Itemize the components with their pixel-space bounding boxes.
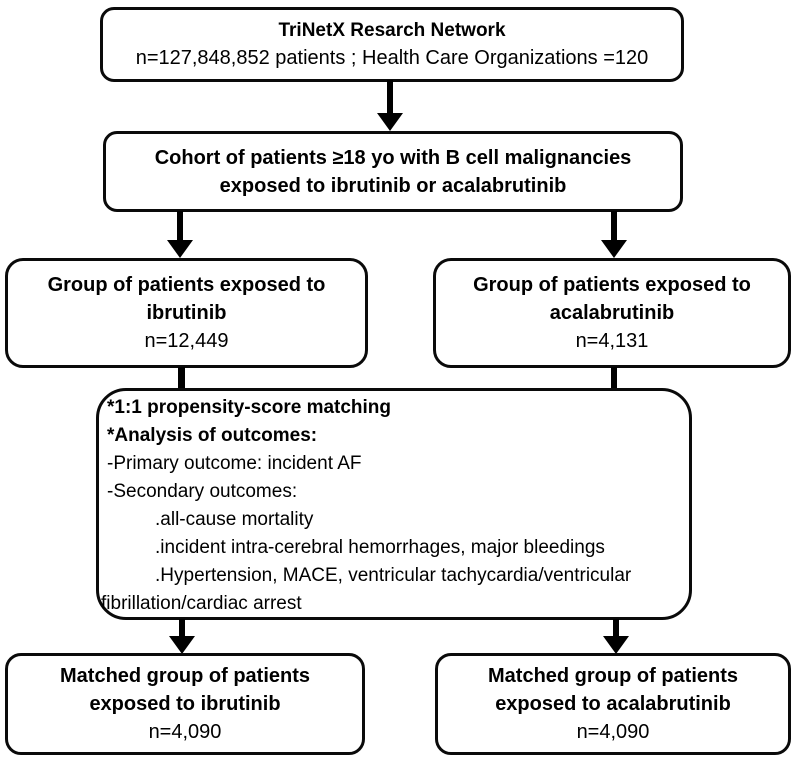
cohort-box: Cohort of patients ≥18 yo with B cell ma… (103, 131, 683, 212)
arrow-cohort-to-acalabrutinib-stem (611, 211, 617, 241)
network-title: TriNetX Resarch Network (278, 20, 506, 41)
group-acalabrutinib-box: Group of patients exposed to acalabrutin… (433, 258, 791, 368)
matched-ibrutinib-line2: exposed to ibrutinib (89, 693, 281, 715)
analysis-box: *1:1 propensity-score matching *Analysis… (96, 388, 692, 620)
matched-ibrutinib-box: Matched group of patients exposed to ibr… (5, 653, 365, 755)
arrow-cohort-to-ibrutinib-head (167, 240, 193, 258)
analysis-outcomes-heading: *Analysis of outcomes: (107, 425, 318, 446)
arrow-analysis-to-matched-acalabrutinib-stem (613, 619, 619, 637)
analysis-secondary-item-3-wrap: fibrillation/cardiac arrest (101, 593, 302, 614)
arrow-analysis-to-matched-acalabrutinib-head (603, 636, 629, 654)
group-ibrutinib-line1: Group of patients exposed to (47, 274, 326, 296)
matched-ibrutinib-line1: Matched group of patients (60, 665, 310, 687)
group-acalabrutinib-line1: Group of patients exposed to (473, 274, 751, 296)
matched-ibrutinib-count: n=4,090 (148, 721, 222, 743)
arrow-cohort-to-acalabrutinib-head (601, 240, 627, 258)
cohort-line2: exposed to ibrutinib or acalabrutinib (219, 174, 567, 197)
group-ibrutinib-count: n=12,449 (144, 330, 229, 352)
group-ibrutinib-box: Group of patients exposed to ibrutinib n… (5, 258, 368, 368)
analysis-secondary-item-1: .all-cause mortality (155, 509, 314, 530)
analysis-secondary-item-3: .Hypertension, MACE, ventricular tachyca… (155, 565, 632, 586)
arrow-analysis-to-matched-ibrutinib-head (169, 636, 195, 654)
analysis-secondary-item-2: .incident intra-cerebral hemorrhages, ma… (155, 537, 605, 558)
group-acalabrutinib-count: n=4,131 (575, 330, 649, 352)
arrow-cohort-to-ibrutinib-stem (177, 211, 183, 241)
matched-acalabrutinib-line2: exposed to acalabrutinib (495, 693, 731, 715)
analysis-matching-line: *1:1 propensity-score matching (107, 397, 392, 418)
matched-acalabrutinib-box: Matched group of patients exposed to aca… (435, 653, 791, 755)
arrow-network-to-cohort-head (377, 113, 403, 131)
arrow-analysis-to-matched-ibrutinib-stem (179, 619, 185, 637)
analysis-secondary-heading: -Secondary outcomes: (107, 481, 298, 502)
group-acalabrutinib-line2: acalabrutinib (549, 302, 675, 324)
network-box: TriNetX Resarch Network n=127,848,852 pa… (100, 7, 684, 82)
matched-acalabrutinib-line1: Matched group of patients (488, 665, 738, 687)
arrow-network-to-cohort-stem (387, 80, 393, 114)
matched-acalabrutinib-count: n=4,090 (576, 721, 650, 743)
network-subtitle: n=127,848,852 patients ; Health Care Org… (135, 47, 649, 69)
connector-ibrutinib-to-analysis (178, 367, 185, 390)
connector-acalabrutinib-to-analysis (611, 367, 617, 390)
cohort-line1: Cohort of patients ≥18 yo with B cell ma… (154, 146, 632, 169)
group-ibrutinib-line2: ibrutinib (146, 302, 227, 324)
analysis-primary-outcome: -Primary outcome: incident AF (107, 453, 362, 474)
